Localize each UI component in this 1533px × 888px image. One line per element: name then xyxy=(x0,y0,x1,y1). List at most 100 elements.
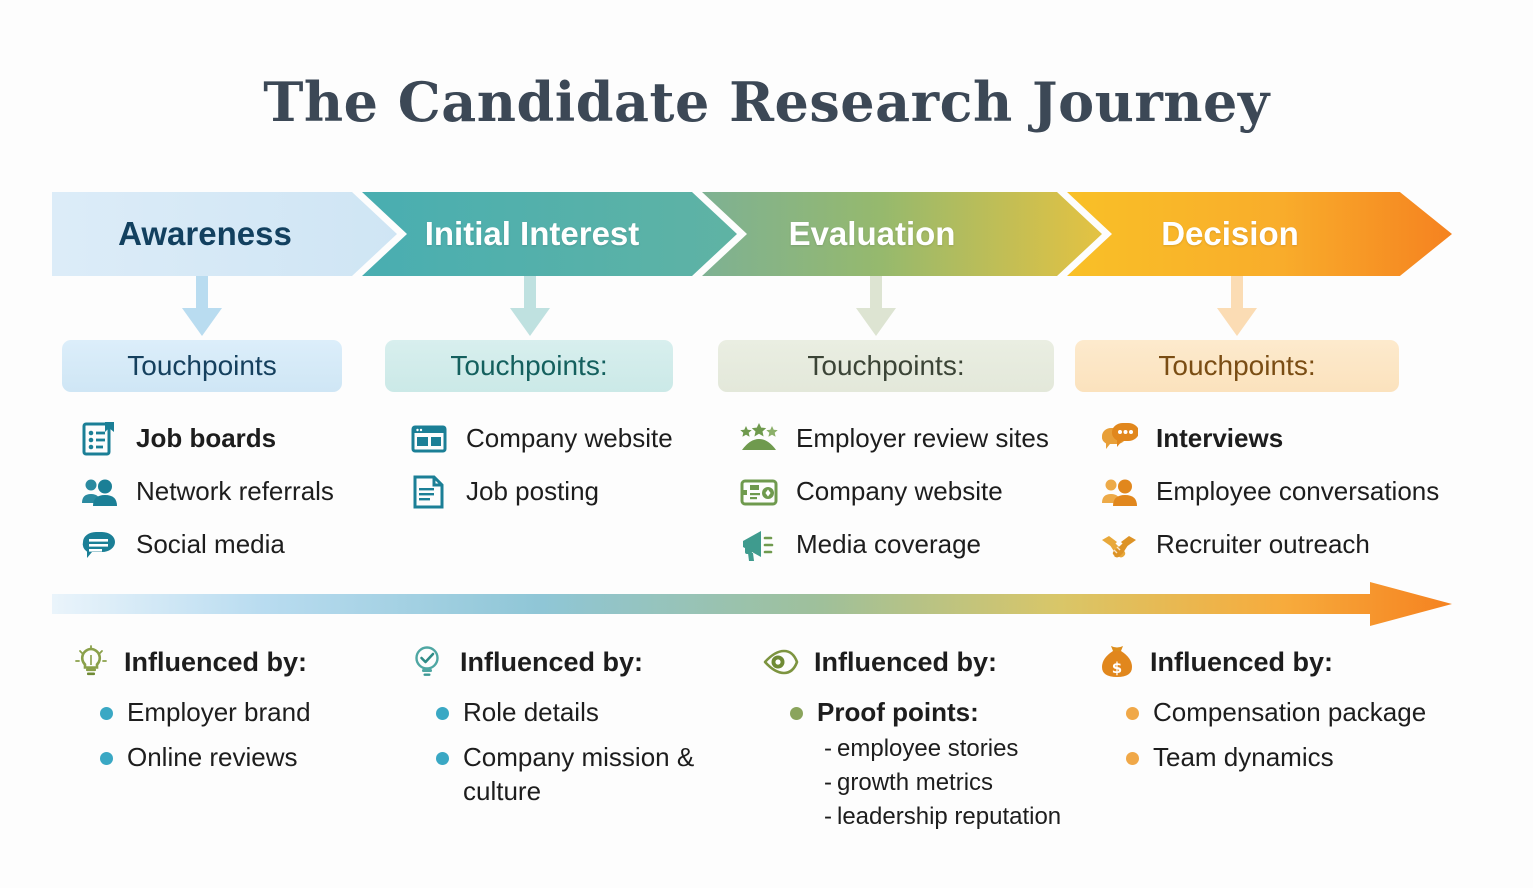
touchpoint-item: Recruiter outreach xyxy=(1098,518,1518,571)
money-bag-icon: $ xyxy=(1098,643,1136,681)
touchpoint-label: Job posting xyxy=(466,476,599,506)
id-card-icon xyxy=(738,472,780,512)
touchpoint-label: Employee conversations xyxy=(1156,476,1440,506)
touchpoint-item: Job posting xyxy=(408,465,728,518)
bullet-label: Employer brand xyxy=(127,697,311,727)
bullet-item: Employer brand xyxy=(72,696,412,729)
check-lightbulb-icon xyxy=(408,643,446,681)
handshake-icon xyxy=(1098,525,1140,565)
influenced-heading: Influenced by: xyxy=(1150,646,1334,677)
influenced-bullets: Proof points: -employee stories -growth … xyxy=(762,696,1112,831)
speech-bubble-icon xyxy=(78,525,120,565)
bullet-dot-icon xyxy=(436,752,449,766)
stage-label-initial-interest: Initial Interest xyxy=(424,215,640,252)
stage-banner xyxy=(52,192,1452,276)
stage-segment-decision xyxy=(1067,192,1452,276)
influenced-heading-row: $ Influenced by: xyxy=(1098,640,1518,684)
connector-arrow-column-2 xyxy=(508,276,552,338)
touchpoints-heading-column-4: Touchpoints: xyxy=(1075,340,1399,392)
subitem-label: growth metrics xyxy=(837,769,994,797)
touchpoint-list-column-2: Company website Job posting xyxy=(408,412,728,518)
bullet-item: Compensation package xyxy=(1098,696,1518,729)
touchpoint-item: Company website xyxy=(408,412,728,465)
connector-arrow-column-3 xyxy=(854,276,898,338)
connector-arrow-column-1 xyxy=(180,276,224,338)
page-title: The Candidate Research Journey xyxy=(263,70,1270,134)
bullet-item: Team dynamics xyxy=(1098,741,1518,774)
subitem-label: employee stories xyxy=(837,735,1019,763)
touchpoint-label: Media coverage xyxy=(796,529,981,559)
bullet-label: Compensation package xyxy=(1153,697,1427,727)
touchpoint-item: Network referrals xyxy=(78,465,408,518)
influenced-heading: Influenced by: xyxy=(814,646,998,677)
influenced-block-column-3: Influenced by: Proof points: -employee s… xyxy=(762,640,1112,831)
touchpoint-label: Job boards xyxy=(136,423,277,453)
touchpoints-heading-column-1: Touchpoints xyxy=(62,340,342,392)
bullet-subitem: -employee stories xyxy=(762,735,1112,763)
bullet-dot-icon xyxy=(436,707,449,720)
chat-bubbles-icon xyxy=(1098,419,1140,459)
touchpoint-item: Job boards xyxy=(78,412,408,465)
touchpoint-list-column-1: Job boards Network referrals xyxy=(78,412,408,571)
connector-arrow-column-4 xyxy=(1215,276,1259,338)
bullet-dot-icon xyxy=(100,707,113,720)
touchpoint-item: Interviews xyxy=(1098,412,1518,465)
bullet-subitem: -leadership reputation xyxy=(762,803,1112,831)
influenced-bullets: Compensation package Team dynamics xyxy=(1098,696,1518,775)
touchpoint-item: Employee conversations xyxy=(1098,465,1518,518)
touchpoint-item: Employer review sites xyxy=(738,412,1078,465)
bullet-subitem: -growth metrics xyxy=(762,769,1112,797)
journey-progress-arrow xyxy=(52,580,1452,628)
document-icon xyxy=(408,472,450,512)
bullet-label: Team dynamics xyxy=(1153,742,1334,773)
browser-window-icon xyxy=(408,419,450,459)
subitem-dash: - xyxy=(824,735,832,763)
influenced-block-column-4: $ Influenced by: Compensation package Te… xyxy=(1098,640,1518,775)
touchpoint-item: Social media xyxy=(78,518,408,571)
influenced-heading: Influenced by: xyxy=(460,646,644,677)
touchpoint-label: Company website xyxy=(796,476,1003,506)
touchpoint-list-column-3: Employer review sites Company website xyxy=(738,412,1078,571)
influenced-heading-row: Influenced by: xyxy=(762,640,1112,684)
stage-segment-initial-interest xyxy=(362,192,737,276)
eye-icon xyxy=(762,643,800,681)
megaphone-icon xyxy=(738,525,780,565)
stage-label-awareness: Awareness xyxy=(118,215,292,252)
touchpoint-label: Recruiter outreach xyxy=(1156,529,1370,559)
people-pair-icon xyxy=(1098,472,1140,512)
stage-label-evaluation: Evaluation xyxy=(788,215,956,252)
stage-label-decision: Decision xyxy=(1161,215,1299,252)
touchpoint-label: Company website xyxy=(466,423,673,453)
bullet-item: Company mission & culture xyxy=(408,741,718,808)
bullet-item: Proof points: xyxy=(762,696,1112,729)
touchpoint-label: Interviews xyxy=(1156,423,1284,453)
touchpoint-label: Network referrals xyxy=(136,476,334,506)
stars-rating-icon xyxy=(738,419,780,459)
bullet-dot-icon xyxy=(1126,707,1139,720)
stage-segment-awareness xyxy=(52,192,397,276)
bullet-dot-icon xyxy=(100,752,113,766)
influenced-block-column-1: Influenced by: Employer brand Online rev… xyxy=(72,640,412,775)
influenced-heading-row: Influenced by: xyxy=(408,640,718,684)
touchpoint-label: Employer review sites xyxy=(796,423,1049,453)
bullet-dot-icon xyxy=(790,707,803,720)
influenced-heading-row: Influenced by: xyxy=(72,640,412,684)
touchpoints-heading-column-3: Touchpoints: xyxy=(718,340,1054,392)
touchpoint-label: Social media xyxy=(136,529,285,559)
clipboard-list-icon xyxy=(78,419,120,459)
svg-text:$: $ xyxy=(1112,659,1122,677)
stage-segment-evaluation xyxy=(702,192,1102,276)
influenced-heading: Influenced by: xyxy=(124,646,308,677)
touchpoint-list-column-4: Interviews Employee conversations xyxy=(1098,412,1518,571)
influenced-block-column-2: Influenced by: Role details Company miss… xyxy=(408,640,718,808)
influenced-bullets: Employer brand Online reviews xyxy=(72,696,412,775)
bullet-label: Proof points: xyxy=(817,697,979,727)
bullet-label: Role details xyxy=(463,697,599,727)
bullet-item: Role details xyxy=(408,696,718,729)
people-pair-icon xyxy=(78,472,120,512)
bullet-label: Online reviews xyxy=(127,742,298,773)
subitem-dash: - xyxy=(824,803,832,831)
subitem-label: leadership reputation xyxy=(837,803,1062,831)
touchpoints-heading-column-2: Touchpoints: xyxy=(385,340,673,392)
touchpoint-item: Company website xyxy=(738,465,1078,518)
